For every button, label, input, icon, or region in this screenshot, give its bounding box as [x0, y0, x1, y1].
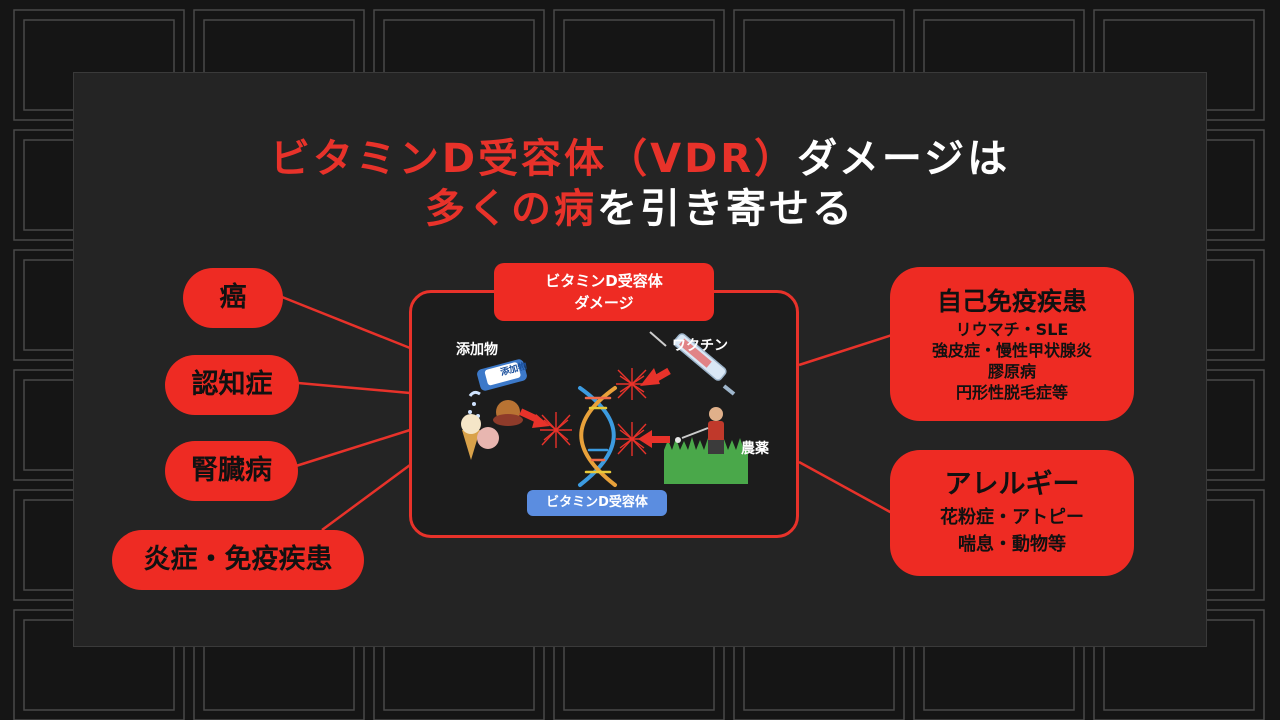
arrow-pesticide-icon: [638, 430, 670, 448]
tag-line1: ビタミンD受容体: [545, 272, 663, 290]
arrow-vaccine-icon: [640, 367, 671, 386]
connector-kidney: [295, 428, 411, 468]
title-red-part-2: 多くの病: [425, 186, 597, 232]
connector-allergy: [798, 460, 893, 515]
vdr-label: ビタミンD受容体: [527, 490, 667, 516]
title-white-part: ダメージは: [797, 136, 1011, 182]
title-red-part: ビタミンD受容体（VDR）: [269, 136, 798, 182]
pesticide-label: 農薬: [741, 441, 769, 457]
allergy-detail-1: 花粉症・アトピー: [940, 507, 1084, 528]
disease-pill-kidney: 腎臓病: [165, 441, 298, 501]
tag-line2: ダメージ: [574, 294, 634, 312]
autoimmune-detail-2: 強皮症・慢性甲状腺炎: [931, 341, 1092, 360]
title-white-part-2: を引き寄せる: [597, 186, 855, 232]
vaccine-label: ワクチン: [672, 338, 728, 354]
damage-mark-right-icon: [616, 422, 648, 456]
disease-pill-inflammation: 炎症・免疫疾患: [112, 530, 364, 590]
damage-mark-left-icon: [540, 412, 572, 448]
autoimmune-box: 自己免疫疾患 リウマチ・SLE 強皮症・慢性甲状腺炎 膠原病 円形性脱毛症等: [890, 267, 1134, 421]
dna-helix-icon: [578, 386, 617, 487]
farmer-icon: [664, 407, 748, 484]
page-title-line1: ビタミンD受容体（VDR）ダメージは: [0, 126, 1280, 184]
autoimmune-detail-1: リウマチ・SLE: [955, 320, 1069, 339]
autoimmune-detail-4: 円形性脱毛症等: [955, 383, 1068, 402]
vdr-damage-tag: ビタミンD受容体 ダメージ: [494, 263, 714, 321]
connector-inflammation: [321, 463, 411, 532]
allergy-heading: アレルギー: [944, 469, 1080, 500]
page-title-line2: 多くの病を引き寄せる: [0, 176, 1280, 234]
allergy-detail-2: 喘息・動物等: [958, 534, 1066, 555]
additive-icon: [461, 359, 527, 460]
connector-autoimmune: [798, 333, 893, 367]
allergy-box: アレルギー 花粉症・アトピー 喘息・動物等: [890, 450, 1134, 576]
disease-pill-cancer: 癌: [183, 268, 283, 328]
arrow-additive-icon: [519, 408, 550, 428]
autoimmune-detail-3: 膠原病: [987, 362, 1036, 381]
connector-dementia: [297, 381, 411, 395]
vdr-illustration: [461, 331, 748, 487]
additive-label: 添加物: [456, 342, 498, 358]
syringe-icon: [649, 331, 736, 396]
disease-pill-dementia: 認知症: [165, 355, 299, 415]
autoimmune-heading: 自己免疫疾患: [936, 287, 1087, 316]
connector-cancer: [281, 295, 411, 350]
